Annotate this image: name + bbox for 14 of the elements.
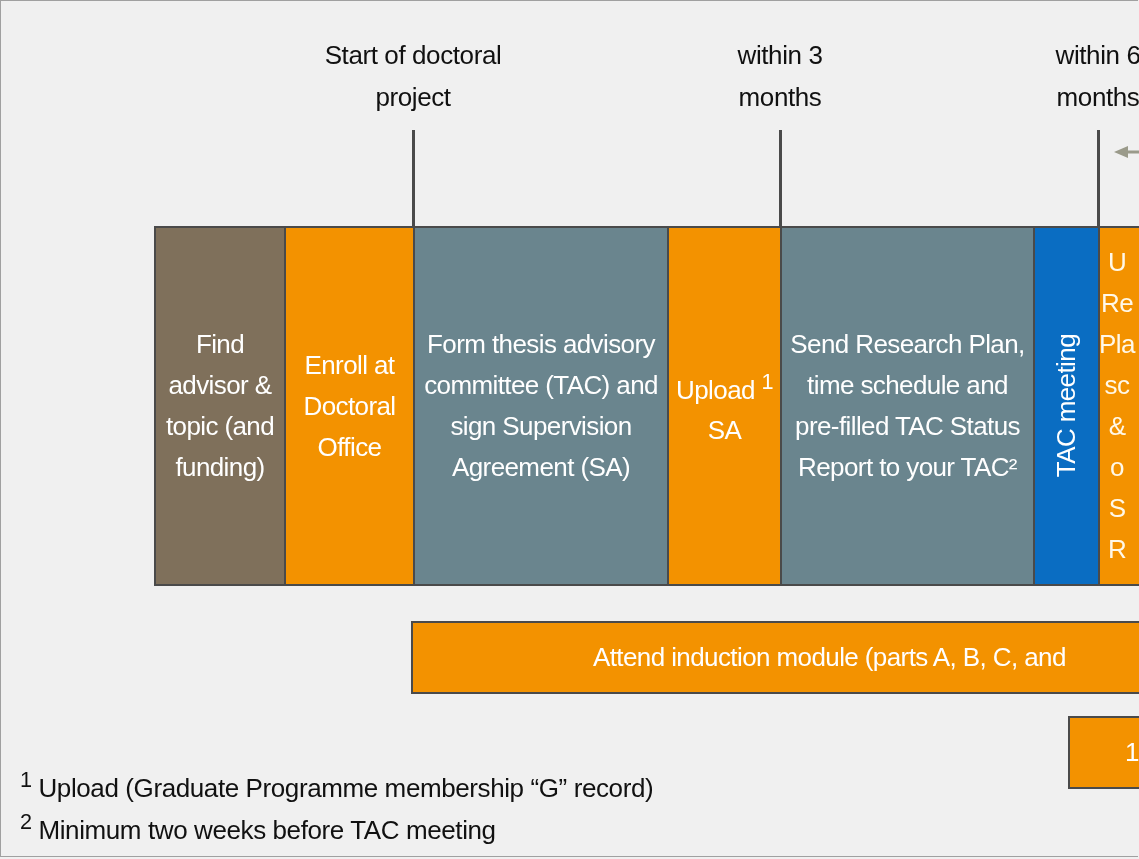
task-box: Find advisor & topic (and funding) [154, 226, 286, 586]
task-box: U Re Pla sc & o S R [1098, 226, 1139, 586]
milestone-label: Start of doctoral project [323, 39, 503, 114]
task-box: Upload $^{1}$ SA [667, 226, 782, 586]
module-bar: Attend induction module (parts A, B, C, and [411, 621, 1139, 694]
task-box: Form thesis advisory committee (TAC) and sign Supervision Agreement (SA) [413, 226, 669, 586]
footnote: $^{1}$ Upload (Graduate Programme membership “G” record) [20, 767, 654, 804]
task-box: Send Research Plan, time schedule and pre-filled TAC Status Report to your TAC² [780, 226, 1035, 586]
task-box: TAC meeting [1033, 226, 1100, 586]
footnote: $^{2}$ Minimum two weeks before TAC meeting [20, 809, 496, 846]
task-box: 1 [1068, 716, 1139, 789]
milestone-label: within 3 months [736, 39, 824, 114]
task-box: Enroll at Doctoral Office [284, 226, 415, 586]
milestone-label: within 6 months [1054, 39, 1139, 114]
